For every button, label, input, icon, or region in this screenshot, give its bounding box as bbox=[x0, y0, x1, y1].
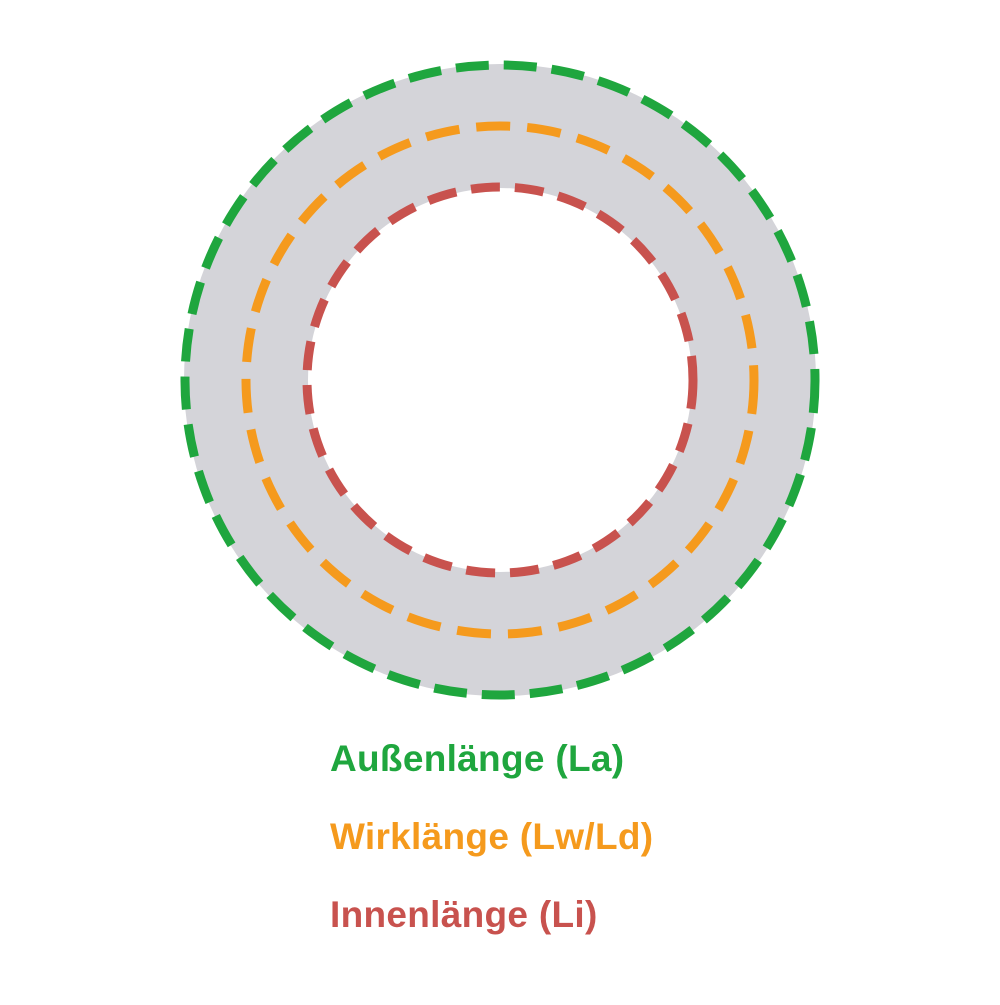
legend-effective-length-label: Wirklänge (Lw/Ld) bbox=[330, 816, 654, 857]
legend-inner-length-label: Innenlänge (Li) bbox=[330, 894, 598, 935]
effective-length-circle bbox=[241, 121, 759, 639]
outer-length-circle bbox=[180, 60, 820, 700]
legend-outer-length-label: Außenlänge (La) bbox=[330, 738, 625, 779]
legend: Außenlänge (La) Wirklänge (Lw/Ld) Innenl… bbox=[330, 740, 653, 933]
inner-length-circle bbox=[302, 182, 698, 578]
